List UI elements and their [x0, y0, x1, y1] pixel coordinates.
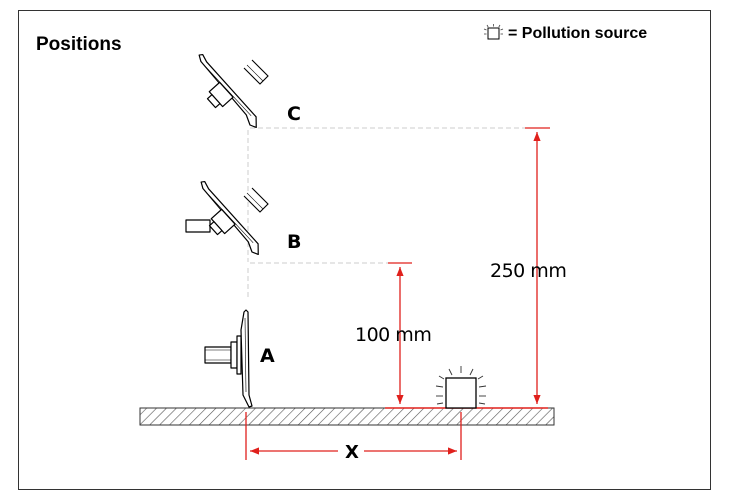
- pollution-source: [435, 366, 487, 409]
- pollution-source-icon: [483, 24, 504, 40]
- diagram-title: Positions: [36, 34, 122, 55]
- position-label-a: A: [260, 345, 275, 367]
- position-label-b: B: [287, 231, 301, 253]
- dimension-250: [525, 127, 550, 404]
- tool-shaft-b: [243, 187, 269, 213]
- dimension-label-x: X: [345, 442, 359, 463]
- tool-position-c: [198, 53, 257, 129]
- tool-shaft-c: [243, 59, 269, 85]
- position-label-c: C: [287, 103, 301, 125]
- dimension-100: [388, 262, 412, 404]
- dimension-label-250: 250 mm: [490, 260, 566, 282]
- legend-text: = Pollution source: [508, 25, 647, 42]
- floor-surface: [139, 407, 555, 426]
- tool-position-b: [185, 180, 259, 256]
- frame-border: [18, 10, 711, 490]
- dimension-label-100: 100 mm: [355, 324, 431, 346]
- dimension-x: [245, 412, 462, 460]
- tool-position-a: [204, 309, 253, 408]
